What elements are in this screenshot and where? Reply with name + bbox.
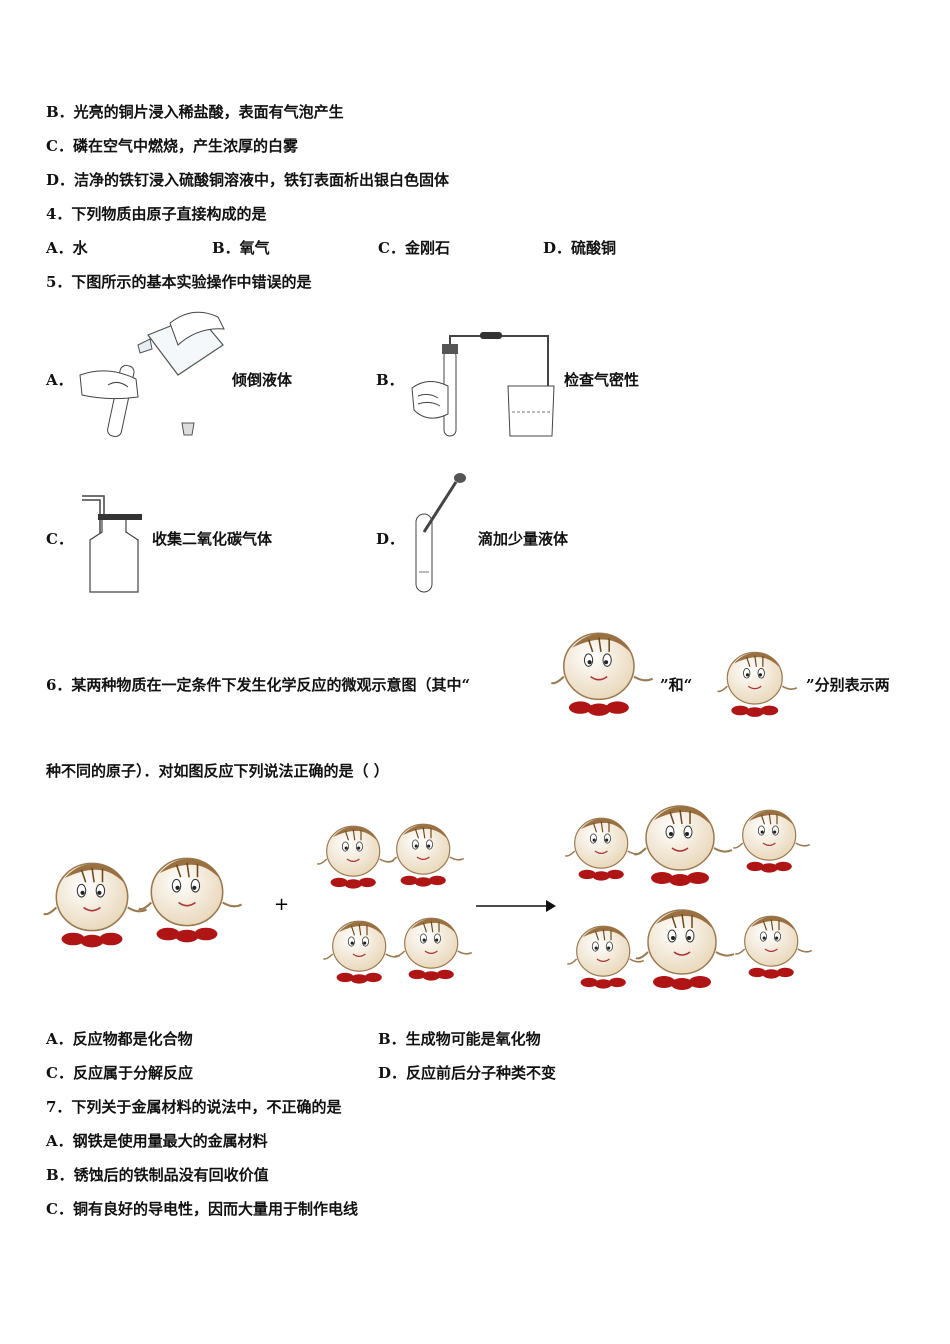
q5-option-b-letter: B． <box>376 371 404 389</box>
product-molecule-1 <box>564 805 811 887</box>
q4-option-c: C．金刚石 <box>378 239 450 257</box>
q5-stem: 5．下图所示的基本实验操作中错误的是 <box>46 273 312 291</box>
reactant-molecule-1 <box>42 857 243 949</box>
q6-option-a: A．反应物都是化合物 <box>46 1030 193 1048</box>
q6-stem-part2: ”和“ <box>660 676 693 694</box>
q6-option-b: B．生成物可能是氧化物 <box>378 1030 541 1048</box>
q7-option-b: B．锈蚀后的铁制品没有回收价值 <box>46 1166 269 1184</box>
q6-option-c: C．反应属于分解反应 <box>46 1064 193 1082</box>
q4-option-a: A．水 <box>46 239 88 257</box>
add-drops-illustration <box>415 473 466 593</box>
reactant-molecule-2 <box>316 823 473 985</box>
q5-option-d-label: 滴加少量液体 <box>478 530 569 548</box>
q3-option-b: B．光亮的铜片浸入稀盐酸，表面有气泡产生 <box>46 103 344 121</box>
q5-option-a-label: 倾倒液体 <box>232 371 293 389</box>
q5-option-c-label: 收集二氧化碳气体 <box>152 530 273 548</box>
q5-option-b-label: 检查气密性 <box>564 371 640 389</box>
q4-option-d: D．硫酸铜 <box>543 239 617 257</box>
atom-type-2-icon <box>716 651 798 718</box>
reaction-diagram: + <box>42 805 813 991</box>
q5-option-a-letter: A． <box>46 371 73 389</box>
product-molecule-2 <box>566 909 813 991</box>
q5-option-c-letter: C． <box>46 530 73 548</box>
q5-option-d-letter: D． <box>376 530 405 548</box>
reaction-arrow <box>476 900 556 912</box>
plus-sign: + <box>274 894 289 915</box>
q7-option-c: C．铜有良好的导电性，因而大量用于制作电线 <box>46 1200 358 1218</box>
pour-liquid-illustration <box>79 311 225 438</box>
q7-option-a: A．钢铁是使用量最大的金属材料 <box>46 1132 268 1150</box>
q6-option-d: D．反应前后分子种类不变 <box>378 1064 557 1082</box>
q3-option-c: C．磷在空气中燃烧，产生浓厚的白雾 <box>46 137 298 155</box>
q3-option-d: D．洁净的铁钉浸入硫酸铜溶液中，铁钉表面析出银白色固体 <box>46 171 450 189</box>
q6-stem-part3: ”分别表示两 <box>806 676 890 694</box>
q4-option-b: B．氧气 <box>212 239 270 257</box>
q4-stem: 4．下列物质由原子直接构成的是 <box>46 205 267 223</box>
atom-type-1-icon <box>550 632 654 717</box>
q6-stem-part1: 6．某两种物质在一定条件下发生化学反应的微观示意图（其中“ <box>46 676 471 694</box>
q7-stem: 7．下列关于金属材料的说法中，不正确的是 <box>46 1098 342 1116</box>
airtightness-check-illustration <box>411 332 555 437</box>
collect-co2-illustration <box>82 495 142 593</box>
q6-stem-part4: 种不同的原子）．对如图反应下列说法正确的是（ ） <box>46 762 389 780</box>
